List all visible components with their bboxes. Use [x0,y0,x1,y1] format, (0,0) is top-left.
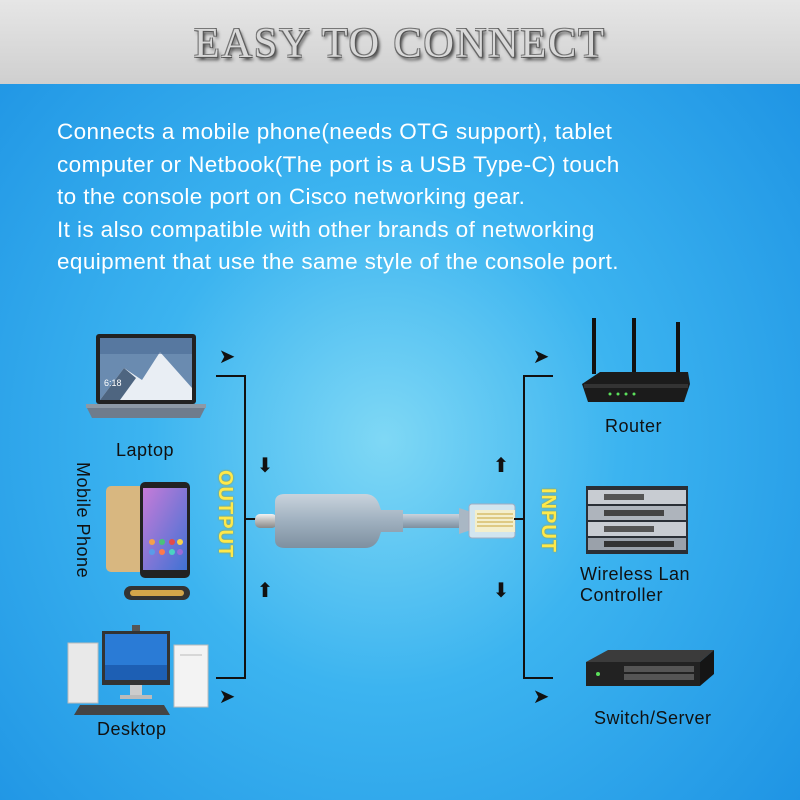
output-label: OUTPUT [214,470,236,559]
laptop-label: Laptop [116,440,175,460]
description-line: to the console port on Cisco networking … [57,184,526,209]
desktop-label: Desktop [97,719,167,739]
laptop-screen-time: 6:18 [104,378,122,388]
arrow-down-icon: ⬇ [492,580,510,602]
arrow-up-icon: ⬆ [492,455,510,477]
header-bar: EASY TO CONNECT [0,0,800,84]
desktop-image [67,625,209,715]
mobile-phone-image [106,482,190,600]
wireless-lan-controller-image [586,486,688,554]
switch-image [586,650,714,686]
arrow-right-icon: ➤ [218,686,236,708]
input-bracket-vertical [523,375,525,679]
input-bracket-top [523,375,553,377]
wireless-lan-controller-label-line2: Controller [580,585,664,605]
page-title: EASY TO CONNECT [194,21,606,67]
input-label: INPUT [537,488,559,553]
wireless-lan-controller-label-line1: Wireless Lan [580,564,691,584]
input-bracket-bottom [523,677,553,679]
arrow-right-icon: ➤ [532,686,550,708]
output-bracket-top [216,375,246,377]
router-label: Router [605,416,663,436]
description-line: Connects a mobile phone(needs OTG suppor… [57,119,613,144]
output-bracket-vertical [244,375,246,679]
description-line: It is also compatible with other brands … [57,216,595,242]
mobile-phone-label: Mobile Phone [73,462,93,579]
laptop-image: 6:18 [86,334,206,418]
output-bracket-bottom [216,677,246,679]
input-connector [514,518,524,520]
router-image [582,318,690,402]
description-line: equipment that use the same style of the… [57,249,619,274]
arrow-up-icon: ⬆ [256,580,274,602]
switch-label: Switch/Server [594,708,712,728]
arrow-right-icon: ➤ [218,346,236,368]
description-line: computer or Netbook(The port is a USB Ty… [57,151,620,177]
arrow-right-icon: ➤ [532,346,550,368]
description: Connects a mobile phone(needs OTG suppor… [57,116,777,279]
usb-c-to-rj45-cable [255,494,516,548]
arrow-down-icon: ⬇ [256,455,274,477]
